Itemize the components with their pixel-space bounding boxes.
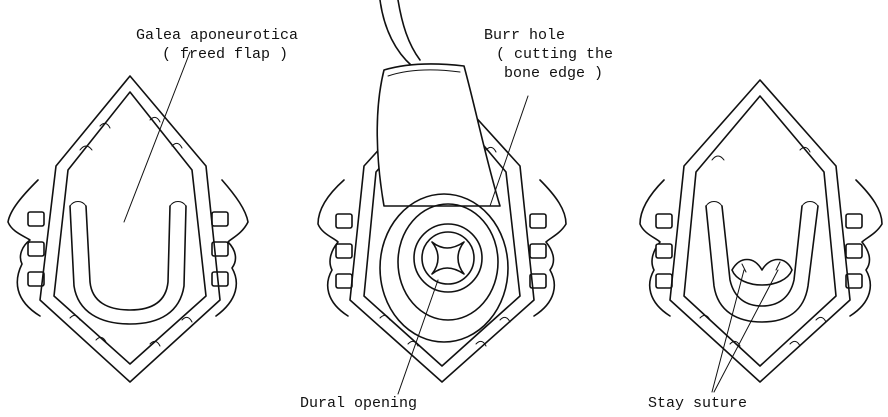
left-retractor-1 <box>8 180 44 316</box>
label-freed-flap: ( freed flap ) <box>162 45 288 64</box>
right-retractor-3 <box>846 180 882 316</box>
right-retractor-2 <box>530 180 566 316</box>
label-stay-suture: Stay suture <box>648 394 747 413</box>
panel-1-galea-flap <box>8 52 248 382</box>
label-burr-hole: Burr hole <box>484 26 565 45</box>
right-retractor-1 <box>212 180 248 316</box>
left-retractor-3 <box>640 180 672 316</box>
left-retractor-2 <box>318 180 352 316</box>
panel-3-stay-suture <box>640 80 882 392</box>
label-bone-edge: bone edge ) <box>504 64 603 83</box>
label-dural-opening: Dural opening <box>300 394 417 413</box>
label-galea-aponeurotica: Galea aponeurotica <box>136 26 298 45</box>
label-cutting-the: ( cutting the <box>496 45 613 64</box>
